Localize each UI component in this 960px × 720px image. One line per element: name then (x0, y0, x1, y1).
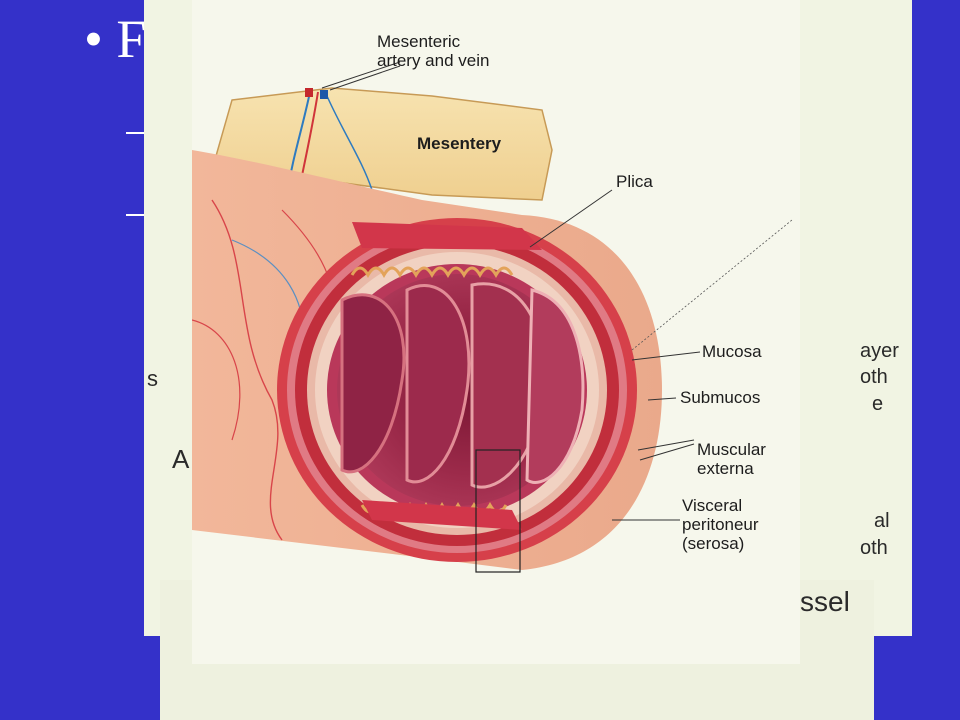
label-mucosa: Mucosa (702, 342, 762, 361)
fragment-label: oth (860, 537, 888, 559)
label-submucosa: Submucos (680, 388, 761, 407)
fragment-label: s (147, 366, 158, 391)
small-intestine-illustration: Mesenteric artery and vein Mesentery Pli… (192, 0, 800, 664)
label-serosa: Visceral peritoneur (serosa) (682, 496, 759, 553)
slide-bullet-title: • F (84, 9, 147, 69)
label-muscularis-externa: Muscular externa (697, 440, 766, 478)
label-mesentery: Mesentery (417, 134, 502, 153)
fragment-label: al (874, 510, 890, 532)
fragment-label: e (872, 393, 884, 415)
fragment-label: ssel (800, 586, 850, 617)
sub-bullet-dash (126, 214, 150, 216)
fragment-label: oth (860, 366, 888, 388)
label-mesenteric-vessels: Mesenteric artery and vein (377, 32, 490, 70)
fragment-label: ayer (860, 340, 899, 362)
sub-bullet-dash (126, 132, 150, 134)
label-plica: Plica (616, 172, 653, 191)
intestine-drawing (192, 61, 793, 573)
fragment-label: A (172, 444, 190, 474)
